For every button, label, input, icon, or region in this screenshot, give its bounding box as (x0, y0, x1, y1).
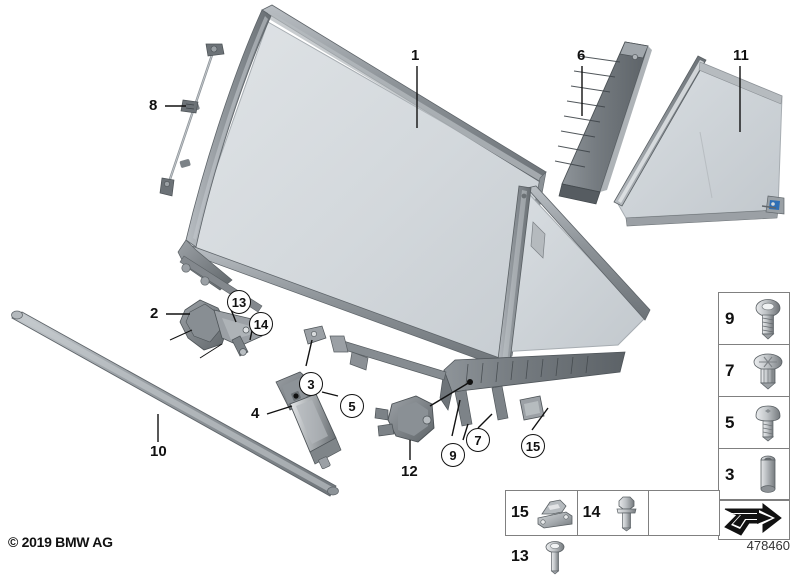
label-4: 4 (251, 405, 260, 422)
threaded-sleeve-icon (747, 449, 789, 501)
part-4-drive-motor (275, 325, 342, 470)
label-8: 8 (149, 97, 158, 114)
part-10-guide-tube (11, 310, 339, 497)
part-1-lower-blind-panel (329, 185, 651, 427)
legend-num-15: 15 (511, 504, 529, 521)
part-15-clip-small (519, 395, 545, 421)
legend-row-14[interactable]: 14 (578, 491, 650, 535)
label-6: 6 (577, 47, 586, 64)
legend-row-5[interactable]: 5 (719, 397, 789, 449)
parts-diagram: 1 2 4 6 8 10 11 12 13 14 3 5 9 7 15 9 (8, 4, 790, 575)
direction-arrow-icon (724, 502, 782, 536)
legend-row-3[interactable]: 3 (719, 449, 789, 501)
callout-7[interactable]: 7 (466, 428, 490, 452)
pan-head-screw-icon (747, 293, 789, 344)
legend-row-13[interactable]: 13 (506, 535, 578, 579)
callout-5[interactable]: 5 (340, 394, 364, 418)
label-10: 10 (150, 443, 167, 460)
legend-num-7: 7 (725, 360, 735, 380)
diagram-id: 478460 (746, 538, 790, 553)
legend-num-13: 13 (511, 548, 529, 565)
part-8-tension-cable (159, 43, 225, 197)
exploded-assembly-artwork (11, 4, 785, 497)
leader-dot (467, 379, 473, 385)
legend-num-5: 5 (725, 412, 735, 432)
legend-num-9: 9 (725, 308, 735, 328)
leader-dot (293, 393, 299, 399)
part-12-drive-connector (374, 395, 435, 443)
label-11: 11 (733, 47, 749, 64)
legend-table-right: 9 (718, 292, 790, 500)
part-6-side-blind-cassette (554, 41, 652, 205)
spring-clip-icon (532, 491, 577, 535)
copyright-notice: © 2019 BMW AG (8, 534, 113, 550)
leader-lines (157, 66, 741, 460)
hex-bolt-icon (604, 491, 649, 535)
legend-num-14: 14 (582, 504, 601, 521)
label-12: 12 (401, 463, 418, 480)
label-1: 1 (411, 47, 420, 64)
callout-9[interactable]: 9 (441, 443, 465, 467)
legend-table-bottom: 15 14 (505, 490, 720, 575)
label-2: 2 (150, 305, 159, 322)
legend-direction-arrow-box (718, 500, 790, 540)
callout-15[interactable]: 15 (521, 434, 545, 458)
legend-num-3: 3 (725, 465, 735, 484)
legend-row-15[interactable]: 15 (506, 491, 578, 535)
round-head-screw-icon (747, 397, 789, 448)
legend-row-7[interactable]: 7 (719, 345, 789, 397)
callout-3[interactable]: 3 (299, 372, 323, 396)
callout-13[interactable]: 13 (227, 290, 251, 314)
callout-14[interactable]: 14 (249, 312, 273, 336)
torx-pan-screw-icon (532, 535, 578, 579)
legend-row-9[interactable]: 9 (719, 293, 789, 345)
expansion-rivet-icon (747, 345, 789, 396)
part-11-rear-side-blind (613, 55, 785, 227)
